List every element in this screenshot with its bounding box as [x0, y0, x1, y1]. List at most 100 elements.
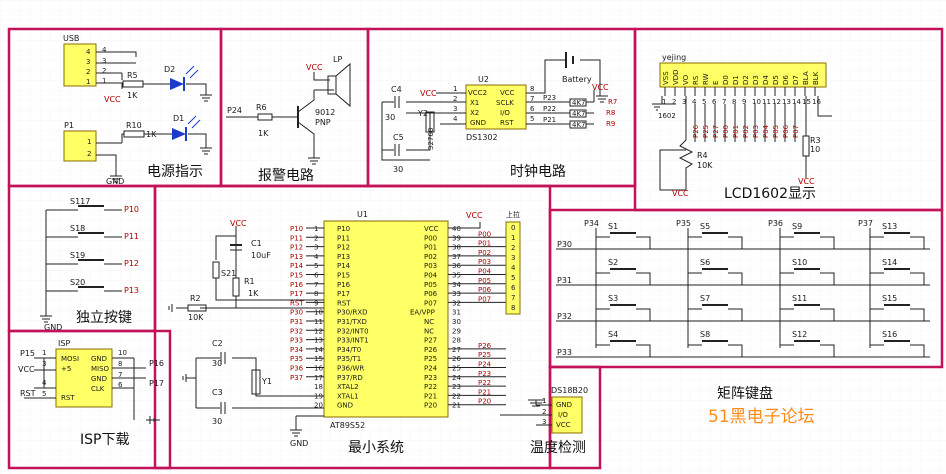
- mcu-left-net: P16: [290, 281, 304, 289]
- svg-text:GND: GND: [556, 401, 572, 409]
- svg-text:1K: 1K: [258, 129, 269, 138]
- svg-text:MOSI: MOSI: [61, 355, 79, 363]
- lcd-net-label: P01: [732, 125, 740, 138]
- mcu-right-pin-number: 21: [452, 402, 461, 410]
- svg-text:VCC2: VCC2: [468, 89, 487, 97]
- mcu-left-pin-number: 5: [314, 262, 318, 270]
- matrix-row-label: P33: [557, 348, 572, 357]
- mcu-right-pin-number: 27: [452, 346, 461, 354]
- mcu-right-pin-name: NC: [424, 327, 434, 335]
- mcu-right-pin-name: P22: [424, 383, 437, 391]
- svg-text:GND: GND: [290, 439, 308, 448]
- svg-text:CLK: CLK: [91, 385, 105, 393]
- usb-pin-label: 1: [86, 78, 90, 86]
- matrix-switch-label: S1: [608, 222, 618, 231]
- lcd-pin-label: D3: [752, 75, 760, 85]
- svg-text:C2: C2: [212, 339, 223, 348]
- svg-text:MISO: MISO: [91, 365, 110, 373]
- mcu-right-net: P06: [478, 286, 492, 294]
- power-title: 电源指示: [147, 164, 203, 180]
- lcd-pin-label: D2: [742, 75, 750, 85]
- mcu-right-net: P26: [478, 342, 492, 350]
- mcu-right-pin-number: 33: [452, 290, 461, 298]
- svg-text:VCC: VCC: [230, 219, 247, 228]
- svg-text:32768: 32768: [427, 128, 435, 150]
- lcd-net-label: P26: [692, 124, 700, 138]
- mcu-left-net: P17: [290, 290, 303, 298]
- mcu-left-pin-name: P14: [337, 262, 351, 270]
- mcu-left-pin-number: 11: [314, 318, 323, 326]
- temp-module: DS18B20 GND I/O VCC 1 2 3 温度检测: [500, 386, 588, 456]
- svg-text:R1: R1: [244, 277, 255, 286]
- header-pin: 8: [511, 304, 515, 312]
- svg-text:VCC: VCC: [466, 211, 483, 220]
- mcu-left-pin-name: P11: [337, 234, 350, 242]
- lcd-pin-label: D4: [762, 75, 770, 85]
- lcd-net-label: P04: [762, 124, 770, 138]
- svg-text:1: 1: [87, 138, 91, 146]
- mcu-left-pin-name: P17: [337, 290, 350, 298]
- matrix-switch-label: S16: [882, 330, 897, 339]
- svg-text:10: 10: [118, 349, 127, 357]
- svg-text:1: 1: [542, 397, 546, 405]
- svg-text:30: 30: [212, 417, 222, 426]
- mcu-left-pin-number: 14: [314, 346, 323, 354]
- mcu-right-pin-number: 23: [452, 383, 461, 391]
- mcu-left-pin-number: 6: [314, 272, 319, 280]
- mcu-right-net: P24: [478, 361, 492, 369]
- matrix-switch-label: S11: [792, 294, 807, 303]
- matrix-switch-label: S14: [882, 258, 897, 267]
- module-borders: [7, 27, 944, 470]
- mcu-right-pin-name: P01: [424, 244, 437, 252]
- mcu-right-pin-name: P23: [424, 374, 437, 382]
- svg-text:GND: GND: [91, 355, 107, 363]
- mcu-left-pin-number: 12: [314, 327, 323, 335]
- mcu-right-net: P21: [478, 388, 491, 396]
- mcu-left-pin-name: P32/INT0: [337, 327, 369, 335]
- mcu-left-pin-number: 18: [314, 383, 323, 391]
- key-switch-label: S18: [70, 224, 85, 233]
- p1-label: P1: [64, 121, 74, 130]
- matrix-col-label: P34: [584, 219, 599, 228]
- crystal-y2-icon: [425, 111, 435, 133]
- lcd-pin-label: BLK: [812, 71, 820, 85]
- lcd-pin-label: D5: [772, 75, 780, 85]
- matrix-switch-label: S6: [700, 258, 710, 267]
- matrix-row-label: P30: [557, 240, 572, 249]
- svg-text:9012: 9012: [315, 108, 335, 117]
- svg-text:10uF: 10uF: [251, 251, 271, 260]
- mcu-left-net: P36: [290, 365, 304, 373]
- svg-text:Battery: Battery: [562, 75, 592, 84]
- mcu-left-pin-number: 16: [314, 365, 323, 373]
- mcu-right-pin-name: P06: [424, 290, 438, 298]
- mcu-left-net: P37: [290, 374, 303, 382]
- mcu-left-pin-number: 10: [314, 309, 323, 317]
- matrix-row-label: P32: [557, 312, 572, 321]
- lcd-pin-label: VSS: [662, 71, 670, 85]
- svg-text:C5: C5: [393, 133, 404, 142]
- svg-text:上拉: 上拉: [506, 210, 520, 219]
- svg-text:C3: C3: [212, 388, 223, 397]
- mcu-right-net: P03: [478, 258, 491, 266]
- header-pin: 6: [511, 284, 516, 292]
- lcd-pin-number: 4: [692, 98, 697, 106]
- svg-text:1602: 1602: [658, 112, 676, 120]
- mcu-right-pin-number: 32: [452, 299, 461, 307]
- svg-text:2: 2: [87, 150, 91, 158]
- mcu-left-net: P11: [290, 234, 303, 242]
- svg-text:GND: GND: [91, 375, 107, 383]
- matrix-col-label: P35: [676, 219, 691, 228]
- matrix-switch-label: S3: [608, 294, 618, 303]
- svg-text:DS18B20: DS18B20: [551, 386, 588, 395]
- svg-text:30: 30: [385, 113, 395, 122]
- key-switch-label: S117: [70, 197, 90, 206]
- usb-connector: [63, 43, 97, 87]
- svg-text:VCC: VCC: [556, 421, 571, 429]
- isp-title: ISP下载: [80, 432, 129, 448]
- svg-text:30: 30: [393, 165, 403, 174]
- svg-text:5: 5: [530, 115, 534, 123]
- mcu-left-pin-name: RST: [337, 299, 351, 307]
- mcu-right-net: P07: [478, 295, 491, 303]
- mcu-left-pin-number: 1: [314, 225, 318, 233]
